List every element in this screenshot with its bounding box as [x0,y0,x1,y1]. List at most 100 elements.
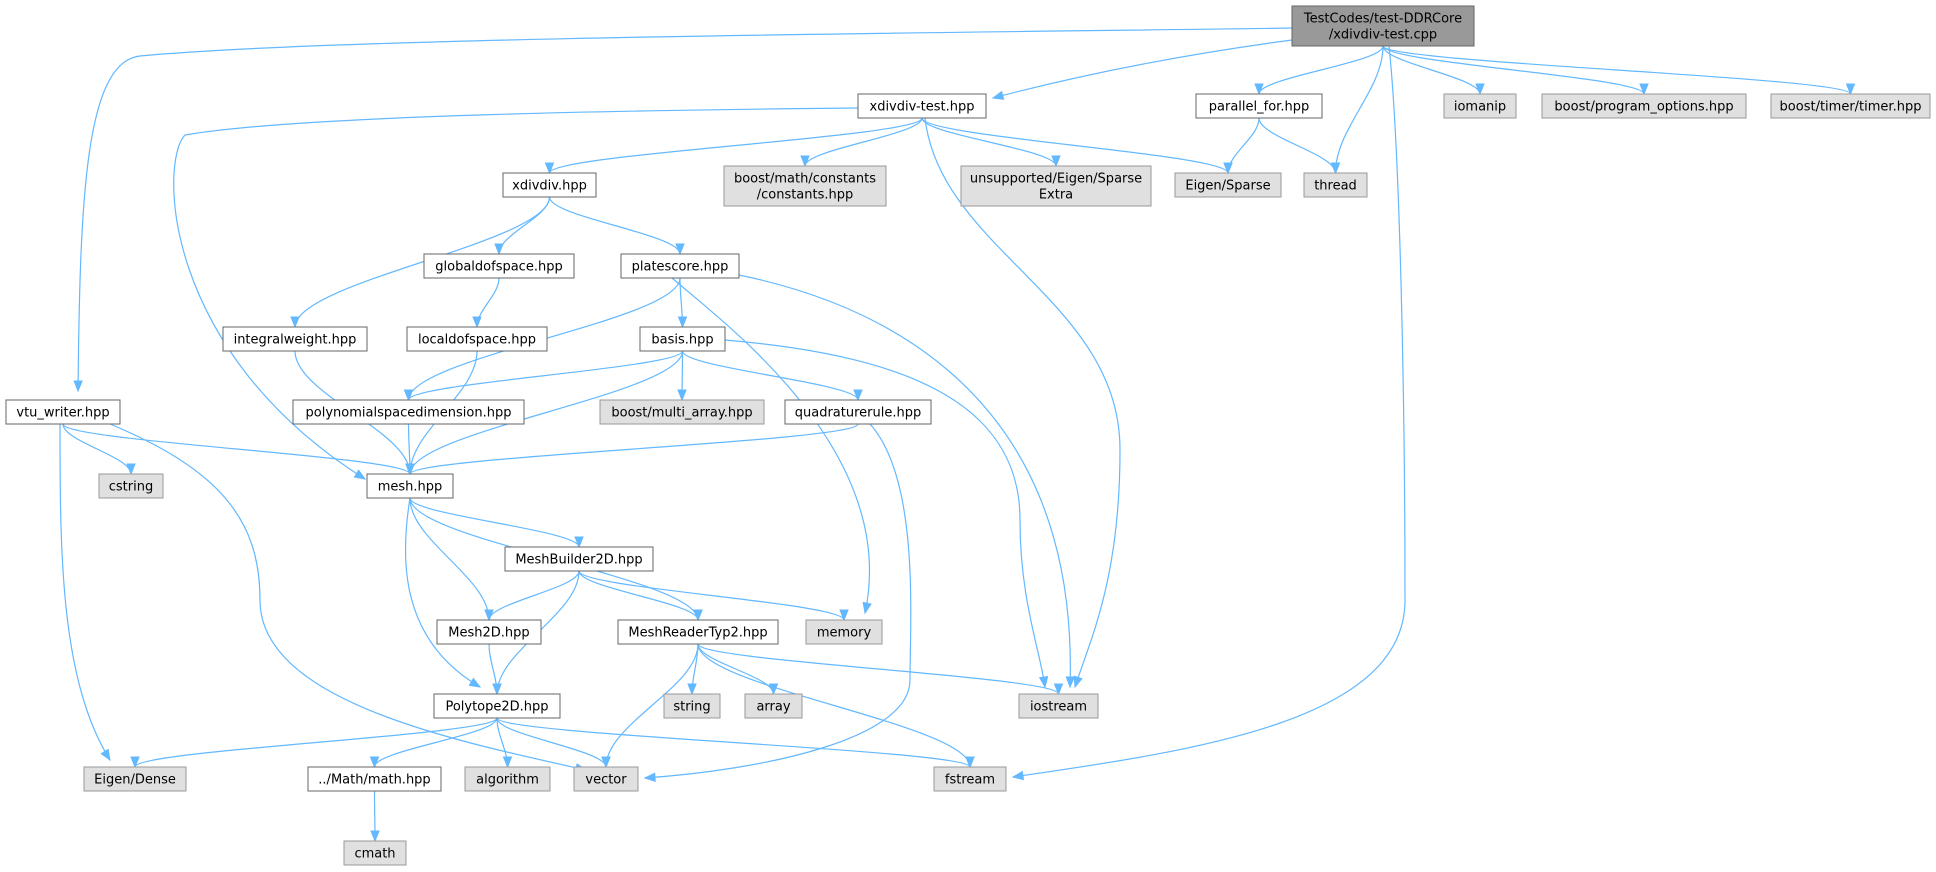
edge-root-to-boost_program_options [1382,45,1649,96]
node-localdofspace-hpp[interactable]: localdofspace.hpp [406,326,548,352]
node-boost-math-constants: boost/math/constants/constants.hpp [723,165,887,207]
node-algorithm: algorithm [464,766,551,792]
node-label: quadraturerule.hpp [795,406,921,421]
node-box [1291,5,1475,47]
node-parallel-for-hpp[interactable]: parallel_for.hpp [1195,93,1323,119]
node-box [83,766,187,792]
node-label: localdofspace.hpp [418,333,536,348]
node-polynomialspacedimension-hpp[interactable]: polynomialspacedimension.hpp [292,399,525,425]
node-box [1303,172,1368,198]
node-basis-hpp[interactable]: basis.hpp [639,326,726,352]
node-box [406,326,548,352]
node-memory: memory [805,619,883,645]
node-eigen-dense: Eigen/Dense [83,766,187,792]
edge-polytope2d_hpp-to-algorithm [496,717,513,769]
node-box [1443,93,1517,119]
node-platescore-hpp[interactable]: platescore.hpp [620,253,740,279]
node-box [366,473,454,499]
edge-vtu_writer_hpp-to-cstring [62,423,136,476]
node-vtu-writer-hpp[interactable]: vtu_writer.hpp [5,399,121,425]
node-mesh2d-hpp[interactable]: Mesh2D.hpp [436,619,542,645]
node-box [960,165,1152,207]
node-label: Polytope2D.hpp [445,700,548,715]
edge-polytope2d_hpp-to-vector [496,717,611,769]
node-box [573,766,639,792]
edge-root-to-iomanip [1382,45,1485,96]
node-label: algorithm [476,773,539,788]
edge-xdivdiv_hpp-to-platescore_hpp [548,196,685,256]
node-xdivdiv-test-hpp[interactable]: xdivdiv-test.hpp [857,93,987,119]
node-label: MeshBuilder2D.hpp [515,553,642,568]
node-box [292,399,525,425]
node-polytope2d-hpp[interactable]: Polytope2D.hpp [433,693,561,719]
node-meshbuilder2d-hpp[interactable]: MeshBuilder2D.hpp [504,546,654,572]
edge-basis_hpp-to-iostream [724,339,1049,689]
node-globaldofspace-hpp[interactable]: globaldofspace.hpp [423,253,575,279]
node-label: integralweight.hpp [234,333,357,348]
node-cstring: cstring [98,473,164,499]
node-label: memory [817,626,872,641]
node-box [423,253,575,279]
node-label: string [673,700,710,715]
edge-parallel_for_hpp-to-eigen_sparse [1223,117,1260,175]
edge-globaldofspace_hpp-to-localdofspace_hpp [472,277,500,329]
edge-root-to-fstream [1011,45,1406,781]
node-quadraturerule-hpp[interactable]: quadraturerule.hpp [784,399,932,425]
node-meshreadertyp2-hpp[interactable]: MeshReaderTyp2.hpp [617,619,779,645]
node-box [504,546,654,572]
node-label: Extra [1039,188,1073,203]
node-label: mesh.hpp [378,480,443,495]
node-label: polynomialspacedimension.hpp [306,406,512,421]
node-label: xdivdiv.hpp [512,179,587,194]
node-eigen-sparse: Eigen/Sparse [1174,172,1282,198]
edge-root-to-boost_timer [1382,45,1856,96]
node-thread: thread [1303,172,1368,198]
edge-xdivdiv_test_hpp-to-iostream [924,117,1121,689]
node-label: unsupported/Eigen/Sparse [970,172,1142,187]
node-label: TestCodes/test-DDRCore [1303,12,1462,27]
edge-meshbuilder2d_hpp-to-memory [578,570,849,622]
edge-basis_hpp-to-boost_multi_array [677,350,687,402]
node-label: boost/program_options.hpp [1554,100,1733,115]
edge-mesh2d_hpp-to-polytope2d_hpp [488,643,502,696]
edge-mesh_hpp-to-meshbuilder2d_hpp [409,497,584,549]
node-label: Mesh2D.hpp [448,626,529,641]
edge-platescore_hpp-to-iostream [738,274,1076,689]
node-label: xdivdiv-test.hpp [870,100,975,115]
node-boost-timer: boost/timer/timer.hpp [1770,93,1931,119]
node-math-hpp[interactable]: ../Math/math.hpp [307,766,442,792]
edge-mesh_hpp-to-mesh2d_hpp [409,497,494,622]
edge-parallel_for_hpp-to-thread [1258,117,1341,175]
edge-xdivdiv_test_hpp-to-eigen_sparse_extra [921,117,1061,168]
node-boost-program-options: boost/program_options.hpp [1541,93,1747,119]
node-box [639,326,726,352]
node-label: cmath [354,847,395,862]
node-box [1018,693,1099,719]
node-integralweight-hpp[interactable]: integralweight.hpp [222,326,368,352]
node-box [1195,93,1323,119]
node-vector: vector [573,766,639,792]
node-label: /xdivdiv-test.cpp [1329,28,1437,43]
node-box [663,693,721,719]
edge-xdivdiv_test_hpp-to-mesh_hpp [173,107,859,480]
node-box [502,172,597,198]
node-label: Eigen/Sparse [1185,179,1270,194]
node-label: cstring [109,480,153,495]
node-box [857,93,987,119]
node-array: array [744,693,803,719]
graph-edges [59,27,1856,843]
node-label: parallel_for.hpp [1209,100,1309,115]
node-mesh-hpp[interactable]: mesh.hpp [366,473,454,499]
edge-vtu_writer_hpp-to-vector [109,423,588,773]
node-label: ../Math/math.hpp [318,773,430,788]
node-xdivdiv-hpp[interactable]: xdivdiv.hpp [502,172,597,198]
node-box [464,766,551,792]
node-label: basis.hpp [651,333,713,348]
node-box [1174,172,1282,198]
node-iostream: iostream [1018,693,1099,719]
node-box [723,165,887,207]
node-box [599,399,765,425]
edge-xdivdiv_test_hpp-to-eigen_sparse [921,117,1233,175]
